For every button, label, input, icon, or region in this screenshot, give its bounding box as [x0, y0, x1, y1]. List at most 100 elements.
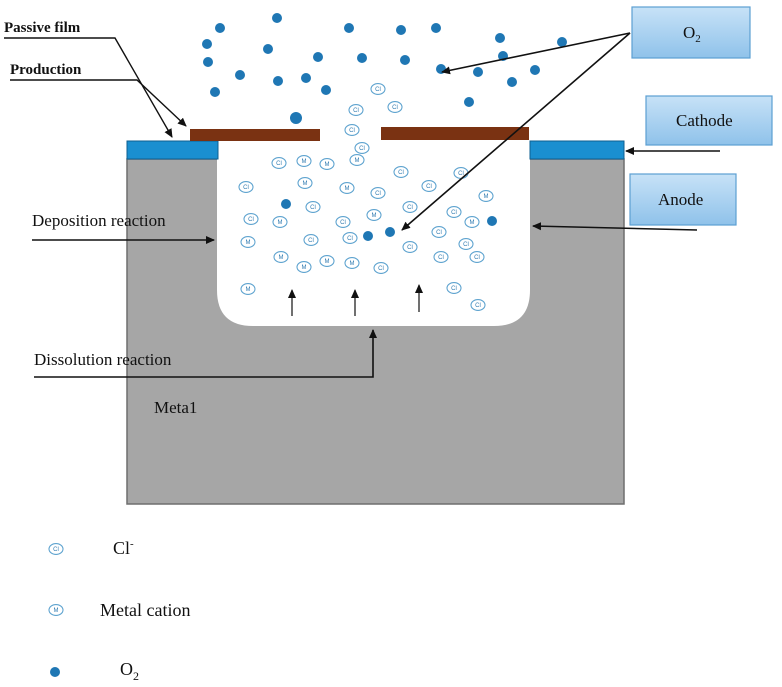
o2-molecule: [203, 57, 213, 67]
cl-ion: Cl: [271, 156, 287, 170]
svg-text:M: M: [350, 261, 355, 267]
metal-cation: M: [339, 181, 355, 195]
o2-molecule: [487, 216, 497, 226]
o2-molecule: [385, 227, 395, 237]
o2-molecule: [272, 13, 282, 23]
cl-ion: Cl: [303, 233, 319, 247]
metal-cation: M: [240, 235, 256, 249]
o2-molecule: [210, 87, 220, 97]
cl-ion: Cl: [370, 186, 386, 200]
o2-molecule: [473, 67, 483, 77]
svg-text:M: M: [246, 287, 251, 293]
cathode-box: [645, 95, 773, 146]
metal-cation: M: [296, 154, 312, 168]
o2-molecule: [273, 76, 283, 86]
svg-text:M: M: [302, 159, 307, 165]
cl-ion: Cl: [458, 237, 474, 251]
svg-text:Cl: Cl: [53, 547, 59, 553]
o2-molecule: [436, 64, 446, 74]
cl-ion: Cl: [446, 281, 462, 295]
svg-text:Cl: Cl: [276, 161, 282, 167]
svg-text:Cl: Cl: [451, 210, 457, 216]
cl-ion: Cl: [344, 123, 360, 137]
metal-cation: M: [272, 215, 288, 229]
passive-film-right: [529, 140, 625, 160]
svg-text:Cl: Cl: [359, 146, 365, 152]
anode-arrow: [532, 222, 698, 231]
svg-text:M: M: [279, 255, 284, 261]
o2-molecule: [464, 97, 474, 107]
svg-text:Cl: Cl: [392, 105, 398, 111]
o2-molecule: [396, 25, 406, 35]
dissolution-reaction-label: Dissolution reaction: [34, 350, 172, 369]
svg-text:Cl: Cl: [398, 170, 404, 176]
metal-cation: M: [344, 256, 360, 270]
o2-molecule: [263, 44, 273, 54]
cl-ion: Cl: [342, 231, 358, 245]
svg-text:M: M: [246, 240, 251, 246]
cl-ion: Cl: [305, 200, 321, 214]
cl-ion: Cl: [335, 215, 351, 229]
svg-text:M: M: [54, 608, 59, 614]
metal-cation: M: [296, 260, 312, 274]
o2-molecule: [495, 33, 505, 43]
svg-text:M: M: [303, 181, 308, 187]
svg-text:Cl: Cl: [438, 255, 444, 261]
svg-text:Cl: Cl: [310, 205, 316, 211]
svg-text:Cl: Cl: [436, 230, 442, 236]
svg-text:Cl: Cl: [349, 128, 355, 134]
o2-molecule: [357, 53, 367, 63]
svg-text:M: M: [325, 162, 330, 168]
passive-film-label: Passive film: [4, 20, 81, 36]
metal-cation: M: [478, 189, 494, 203]
svg-text:M: M: [302, 265, 307, 271]
svg-text:Cl: Cl: [248, 217, 254, 223]
production-label: Production: [10, 62, 82, 78]
svg-text:Cl: Cl: [353, 108, 359, 114]
metal-cation: M: [273, 250, 289, 264]
o2-molecule: [235, 70, 245, 80]
o2-molecule: [301, 73, 311, 83]
svg-text:M: M: [325, 259, 330, 265]
legend-metal-cation-icon: M: [48, 603, 64, 617]
o2-molecule: [290, 112, 302, 124]
legend-o2-label: O2: [120, 659, 139, 683]
svg-text:M: M: [470, 220, 475, 226]
o2-molecule: [557, 37, 567, 47]
o2-molecule: [344, 23, 354, 33]
o2-box-label: O2: [683, 23, 701, 45]
o2-molecule: [400, 55, 410, 65]
metal-cation: M: [297, 176, 313, 190]
cl-ion: Cl: [431, 225, 447, 239]
metal-cation: M: [319, 254, 335, 268]
o2-box: [631, 6, 751, 59]
cl-ion: Cl: [469, 250, 485, 264]
oxygen-molecules: [202, 13, 567, 241]
o2-molecule: [215, 23, 225, 33]
metal-label: Meta1: [154, 398, 197, 417]
svg-text:Cl: Cl: [451, 286, 457, 292]
legend-cl-label: Cl-: [113, 538, 134, 558]
svg-text:M: M: [355, 158, 360, 164]
metal-cation: M: [240, 282, 256, 296]
cl-ion: Cl: [393, 165, 409, 179]
svg-text:Cl: Cl: [474, 255, 480, 261]
legend: Cl Cl- M Metal cation O2: [48, 538, 190, 683]
svg-text:Cl: Cl: [475, 303, 481, 309]
legend-o2-icon: [50, 667, 60, 677]
passive-film-arrow: [4, 37, 173, 138]
cl-ion: Cl: [238, 180, 254, 194]
metal-cation: M: [349, 153, 365, 167]
svg-text:M: M: [278, 220, 283, 226]
anode-box: [629, 173, 737, 226]
legend-cl-icon: Cl: [48, 542, 64, 556]
svg-text:Cl: Cl: [375, 87, 381, 93]
cathode-box-label: Cathode: [676, 111, 733, 130]
metal-cation: M: [464, 215, 480, 229]
svg-text:Cl: Cl: [407, 245, 413, 251]
svg-text:Cl: Cl: [426, 184, 432, 190]
legend-metal-cation-label: Metal cation: [100, 600, 190, 620]
svg-text:Cl: Cl: [243, 185, 249, 191]
cl-ion: Cl: [243, 212, 259, 226]
